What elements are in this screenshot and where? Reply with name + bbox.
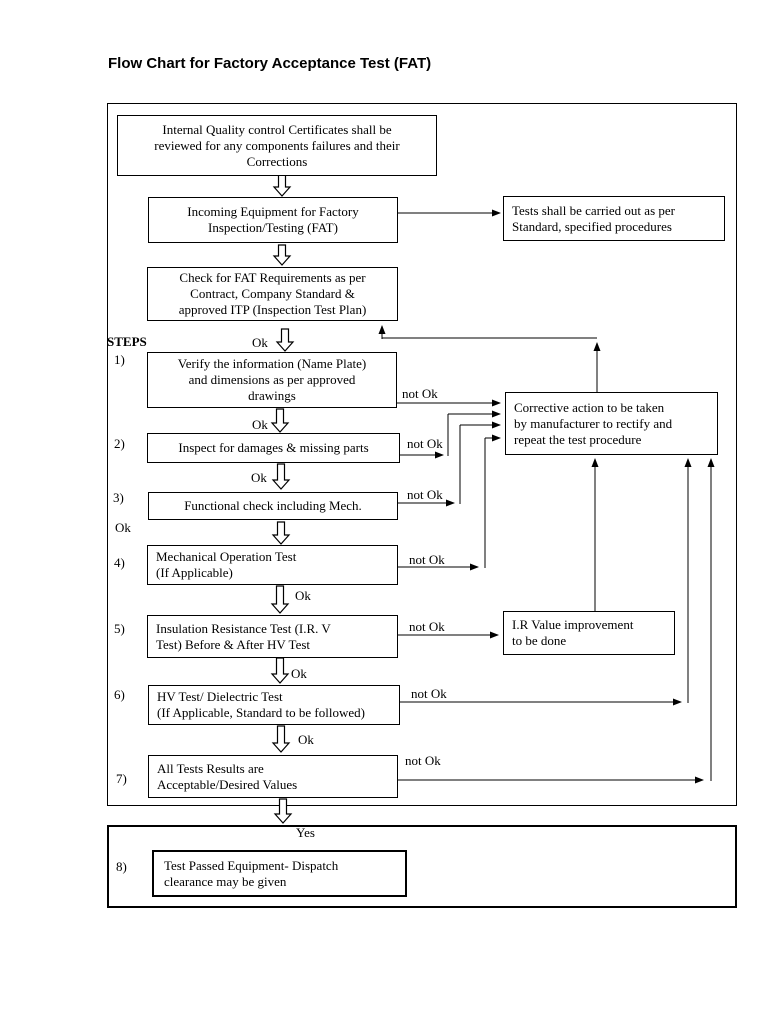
node-corrective-action: Corrective action to be taken by manufac… — [505, 392, 718, 455]
step-number-4: 4) — [114, 555, 125, 570]
node-step8-dispatch: Test Passed Equipment- Dispatch clearanc… — [152, 850, 407, 897]
step-number-1: 1) — [114, 352, 125, 367]
notok-label-step5: not Ok — [409, 619, 445, 634]
dispatch-frame — [107, 825, 737, 908]
ok-label-step5: Ok — [291, 666, 307, 681]
node-step2-inspect: Inspect for damages & missing parts — [147, 433, 400, 463]
node-step4-mechanical: Mechanical Operation Test (If Applicable… — [147, 545, 398, 585]
ok-label-step3: Ok — [115, 520, 131, 535]
step-number-3: 3) — [113, 490, 124, 505]
step-number-8: 8) — [116, 859, 127, 874]
yes-label: Yes — [296, 825, 315, 840]
ok-label-step6: Ok — [298, 732, 314, 747]
step-number-2: 2) — [114, 436, 125, 451]
notok-label-step3: not Ok — [407, 487, 443, 502]
node-internal-quality: Internal Quality control Certificates sh… — [117, 115, 437, 176]
step-number-7: 7) — [116, 771, 127, 786]
step-number-5: 5) — [114, 621, 125, 636]
notok-label-step7: not Ok — [405, 753, 441, 768]
ok-label-step2: Ok — [251, 470, 267, 485]
node-ir-improvement: I.R Value improvement to be done — [503, 611, 675, 655]
ok-label-step1: Ok — [252, 417, 268, 432]
node-step6-hv-test: HV Test/ Dielectric Test (If Applicable,… — [148, 685, 400, 725]
steps-heading: STEPS — [107, 334, 147, 349]
notok-label-step2: not Ok — [407, 436, 443, 451]
node-step3-functional: Functional check including Mech. — [148, 492, 398, 520]
node-incoming-equipment: Incoming Equipment for Factory Inspectio… — [148, 197, 398, 243]
flowchart-frame — [107, 103, 737, 806]
node-check-fat: Check for FAT Requirements as per Contra… — [147, 267, 398, 321]
step-number-6: 6) — [114, 687, 125, 702]
node-step5-insulation: Insulation Resistance Test (I.R. V Test)… — [147, 615, 398, 658]
page-title: Flow Chart for Factory Acceptance Test (… — [108, 55, 432, 72]
ok-label-step4: Ok — [295, 588, 311, 603]
node-tests-standard: Tests shall be carried out as per Standa… — [503, 196, 725, 241]
ok-label-check-fat: Ok — [252, 335, 268, 350]
notok-label-step4: not Ok — [409, 552, 445, 567]
notok-label-step6: not Ok — [411, 686, 447, 701]
node-step1-verify: Verify the information (Name Plate) and … — [147, 352, 397, 408]
notok-label-step1: not Ok — [402, 386, 438, 401]
node-step7-results: All Tests Results are Acceptable/Desired… — [148, 755, 398, 798]
